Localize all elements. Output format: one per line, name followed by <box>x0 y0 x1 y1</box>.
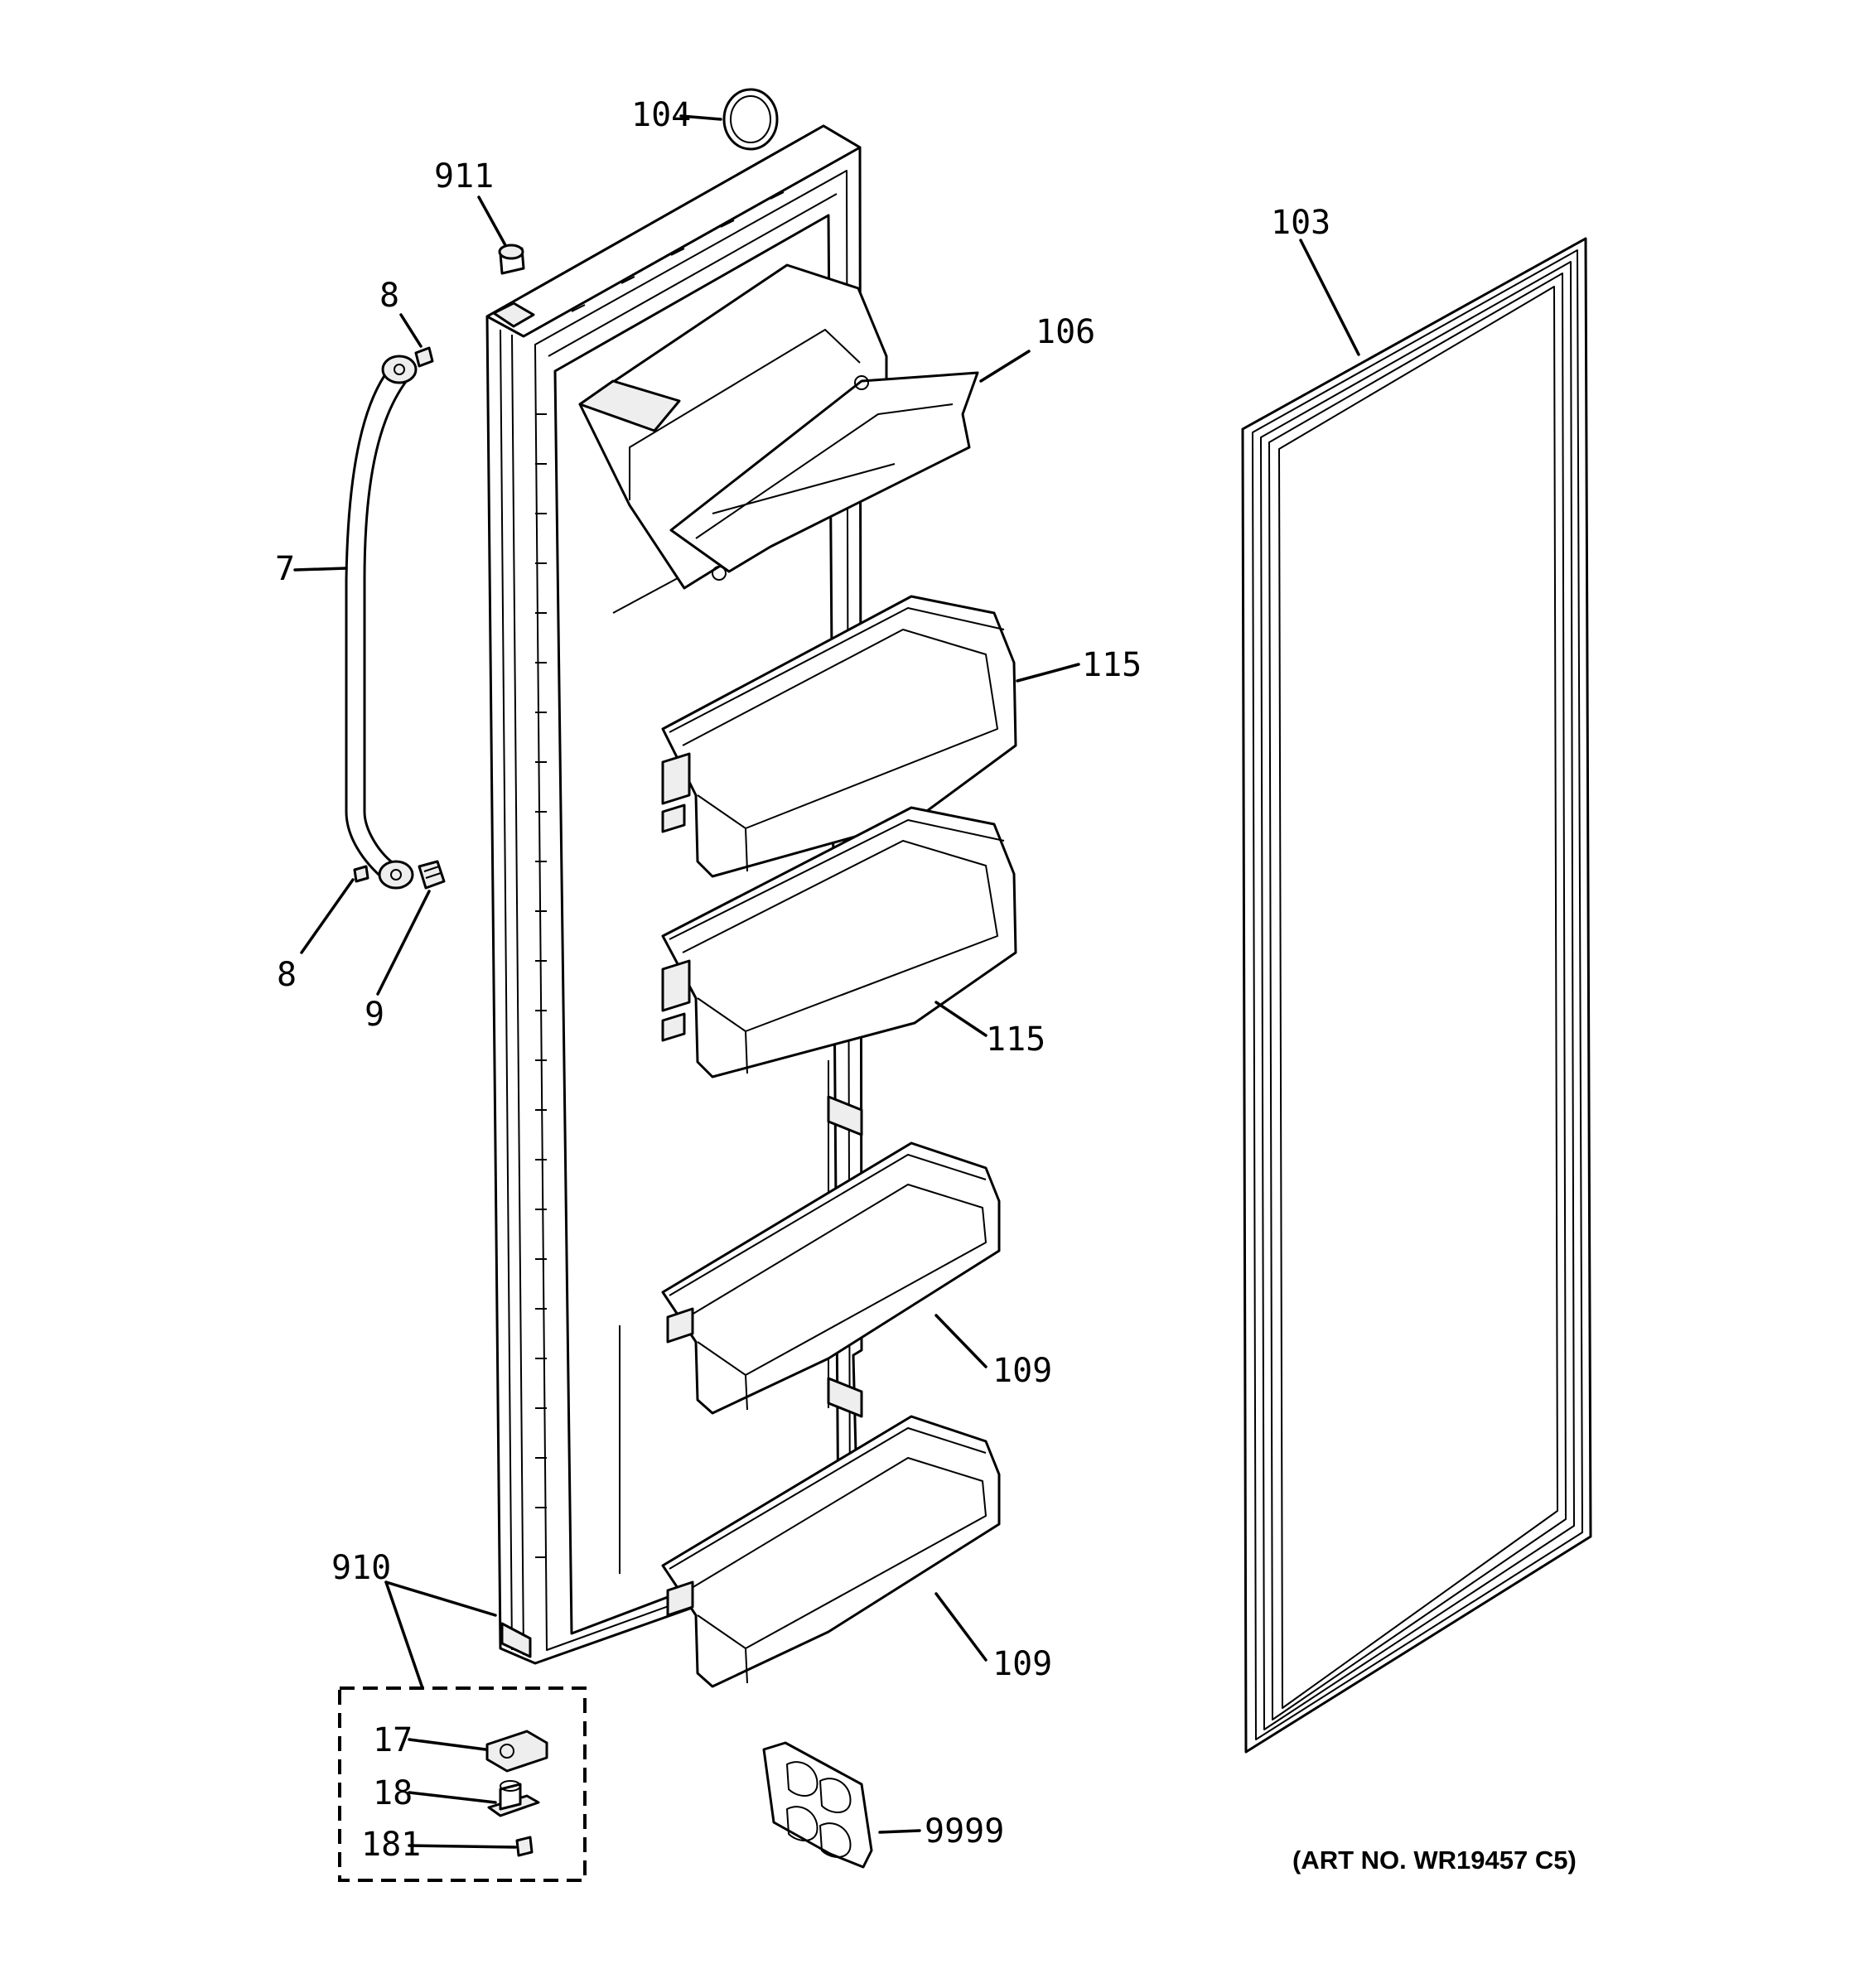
callout-103: 103 <box>1271 204 1330 242</box>
door-shelf-lower <box>661 1415 1001 1688</box>
callout-911: 911 <box>434 157 494 195</box>
callout-17: 17 <box>373 1721 413 1759</box>
callout-8-top: 8 <box>379 277 399 315</box>
hinge-pin <box>487 1780 540 1817</box>
hinge-kit-box <box>338 1686 587 1882</box>
door-shelf-upper <box>661 1141 1001 1415</box>
callout-9999: 9999 <box>925 1812 1004 1850</box>
callout-106: 106 <box>1036 313 1095 351</box>
callout-910: 910 <box>331 1549 391 1587</box>
door-bin-upper <box>661 595 1017 878</box>
door-handle <box>345 355 418 890</box>
liner-clip-upper <box>827 1095 863 1136</box>
door-cap <box>722 88 779 151</box>
door-gasket <box>1241 237 1592 1754</box>
callout-8-bottom: 8 <box>277 956 297 994</box>
callout-7: 7 <box>275 550 295 588</box>
liner-clip-lower <box>827 1377 863 1418</box>
hinge-screw <box>515 1836 534 1857</box>
art-number: (ART NO. WR19457 C5) <box>1292 1846 1577 1875</box>
callout-115-lower: 115 <box>986 1021 1045 1059</box>
hinge-bracket <box>485 1730 548 1773</box>
leader-lines <box>293 114 1360 1849</box>
door-plug <box>498 244 525 275</box>
callout-115-upper: 115 <box>1082 646 1142 684</box>
handle-screw-bottom <box>353 865 369 883</box>
accessory-rack <box>762 1741 873 1869</box>
callout-109-lower: 109 <box>992 1645 1052 1683</box>
callout-104: 104 <box>631 96 691 134</box>
door-bin-lower <box>661 806 1017 1078</box>
callout-9: 9 <box>365 996 384 1034</box>
handle-stud <box>418 860 446 890</box>
callout-181: 181 <box>361 1826 421 1864</box>
handle-screw-top <box>414 346 434 368</box>
callout-18: 18 <box>373 1774 413 1812</box>
callout-109-upper: 109 <box>992 1352 1052 1390</box>
dairy-compartment <box>578 263 979 590</box>
